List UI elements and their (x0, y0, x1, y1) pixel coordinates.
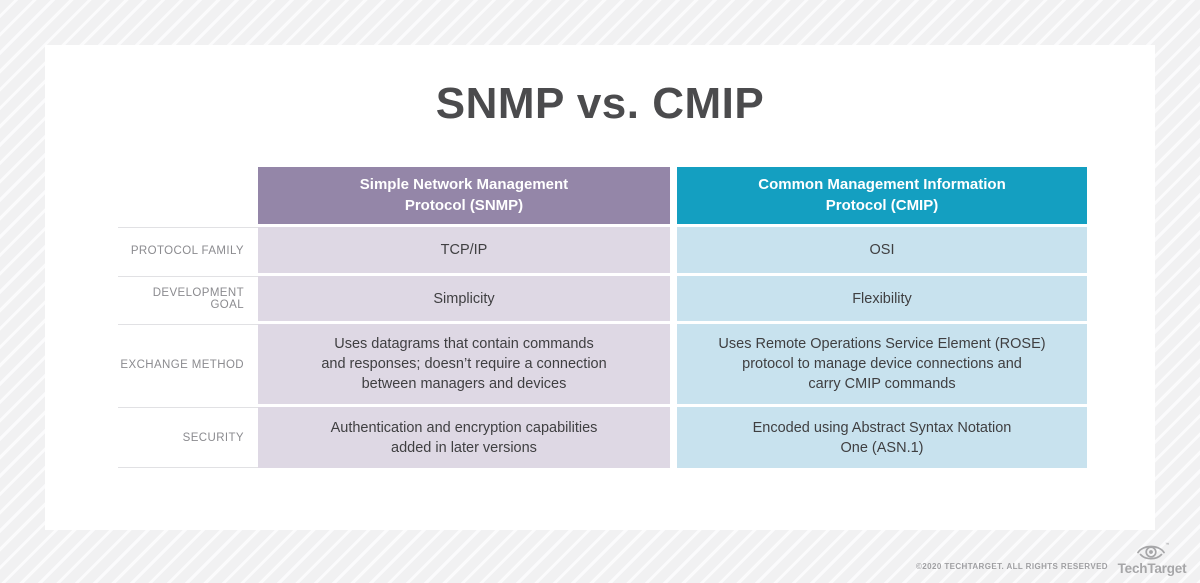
corner-cell (118, 167, 258, 224)
techtarget-logo: ™ TechTarget (1117, 541, 1187, 576)
row-label-security: SECURITY (118, 407, 258, 468)
cell-snmp-protocol-family: TCP/IP (258, 227, 670, 273)
column-gap (670, 167, 677, 224)
column-gap (670, 324, 677, 404)
column-gap (670, 276, 677, 321)
content-card: SNMP vs. CMIP Simple Network Management … (45, 45, 1155, 530)
row-label-protocol-family: PROTOCOL FAMILY (118, 227, 258, 273)
column-gap (670, 227, 677, 273)
cell-cmip-protocol-family: OSI (677, 227, 1087, 273)
snmp-column-header: Simple Network Management Protocol (SNMP… (258, 167, 670, 224)
techtarget-eye-icon: ™ (1137, 542, 1169, 559)
cell-cmip-development-goal: Flexibility (677, 276, 1087, 321)
column-gap (670, 407, 677, 468)
cell-cmip-exchange-method: Uses Remote Operations Service Element (… (677, 324, 1087, 404)
comparison-table: Simple Network Management Protocol (SNMP… (118, 167, 1087, 468)
row-label-development-goal: DEVELOPMENT GOAL (118, 276, 258, 321)
cell-cmip-security: Encoded using Abstract Syntax Notation O… (677, 407, 1087, 468)
cmip-column-header: Common Management Information Protocol (… (677, 167, 1087, 224)
cell-snmp-development-goal: Simplicity (258, 276, 670, 321)
copyright-text: ©2020 TECHTARGET. ALL RIGHTS RESERVED (916, 562, 1108, 571)
row-label-exchange-method: EXCHANGE METHOD (118, 324, 258, 404)
trademark-symbol: ™ (1165, 542, 1169, 547)
cell-snmp-exchange-method: Uses datagrams that contain commands and… (258, 324, 670, 404)
page-title: SNMP vs. CMIP (435, 79, 765, 128)
footer: ©2020 TECHTARGET. ALL RIGHTS RESERVED ™ … (916, 541, 1187, 576)
techtarget-logo-text: TechTarget (1117, 560, 1187, 576)
cell-snmp-security: Authentication and encryption capabiliti… (258, 407, 670, 468)
